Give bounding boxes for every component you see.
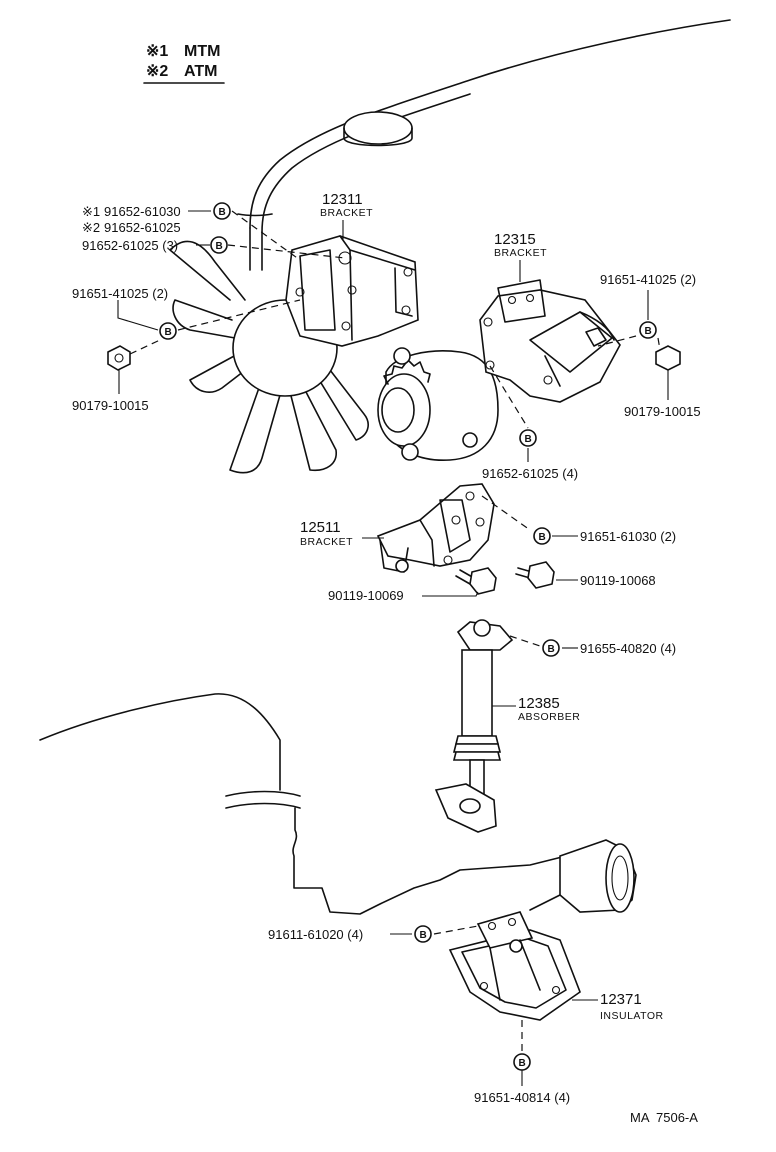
part-name-12315: BRACKET <box>494 247 547 259</box>
absorber-12385 <box>434 619 514 833</box>
part-number-12511: 12511 <box>300 519 341 536</box>
svg-text:B: B <box>420 930 427 941</box>
bolt-mark-5: B <box>519 429 537 447</box>
svg-text:B: B <box>519 1058 526 1069</box>
leader-lines <box>117 210 669 1086</box>
callout-c12: 91655-40820 (4) <box>580 641 676 656</box>
nut-90179-right <box>655 345 681 371</box>
bolt-90119-10069-drawing <box>455 567 497 595</box>
nut-90179-left <box>107 345 131 371</box>
callout-c5: 90179-10015 <box>72 398 149 413</box>
svg-text:B: B <box>216 241 223 252</box>
bolt-mark-2: B <box>210 236 228 254</box>
callout-c1: 91652-61030 <box>104 204 181 219</box>
callout-c7: 90179-10015 <box>624 404 701 419</box>
svg-text:B: B <box>539 532 546 543</box>
bolt-mark-3: B <box>159 322 177 340</box>
legend-text-1: MTM <box>184 43 220 60</box>
svg-text:B: B <box>645 326 652 337</box>
alternator <box>377 347 499 461</box>
part-name-12311: BRACKET <box>320 207 373 219</box>
insulator-12371 <box>448 911 581 1021</box>
part-name-12371: INSULATOR <box>600 1010 664 1022</box>
legend-mark-1: ※1 <box>146 43 168 60</box>
callout-c1-mark: ※1 <box>82 204 100 219</box>
part-number-12315: 12315 <box>494 231 536 248</box>
callout-c9: 91651-61030 (2) <box>580 529 676 544</box>
bracket-12511 <box>376 483 495 573</box>
bolt-marks: B B B B B B B B B <box>159 202 657 1071</box>
callout-c2-mark: ※2 <box>82 220 100 235</box>
callout-c11: 90119-10068 <box>580 573 656 588</box>
part-number-12311: 12311 <box>322 191 363 208</box>
bolt-mark-8: B <box>414 925 432 943</box>
svg-text:B: B <box>525 434 532 445</box>
callout-c13: 91611-61020 (4) <box>268 927 363 942</box>
diagram-code: MA 7506-A <box>630 1110 698 1125</box>
svg-text:B: B <box>165 327 172 338</box>
callout-c2: 91652-61025 <box>104 220 181 235</box>
legend-text-2: ATM <box>184 63 217 80</box>
bolt-mark-4: B <box>639 321 657 339</box>
bracket-12315 <box>479 279 621 403</box>
bolt-mark-9: B <box>513 1053 531 1071</box>
bracket-12311 <box>285 235 419 347</box>
callout-c3: 91652-61025 (3) <box>82 238 178 253</box>
callout-c6: 91651-41025 (2) <box>600 272 696 287</box>
svg-text:B: B <box>219 207 226 218</box>
callout-c10: 90119-10069 <box>328 588 404 603</box>
bolt-mark-1: B <box>213 202 231 220</box>
transmission-outline <box>39 693 637 915</box>
callout-c8: 91652-61025 (4) <box>482 466 578 481</box>
part-number-12385: 12385 <box>518 695 560 712</box>
part-number-12371: 12371 <box>600 991 642 1008</box>
bolt-mark-7: B <box>542 639 560 657</box>
part-name-12385: ABSORBER <box>518 711 580 723</box>
legend-mark-2: ※2 <box>146 63 168 80</box>
part-name-12511: BRACKET <box>300 536 353 548</box>
legend: ※1 MTM ※2 ATM <box>143 43 225 84</box>
callout-labels: ※1 91652-61030 ※2 91652-61025 91652-6102… <box>72 204 701 1105</box>
engine-block-outline <box>237 19 731 271</box>
oil-filler-cap <box>343 111 413 145</box>
bolt-mark-6: B <box>533 527 551 545</box>
callout-c4: 91651-41025 (2) <box>72 286 168 301</box>
bolt-90119-10068-drawing <box>515 561 555 589</box>
callout-c14: 91651-40814 (4) <box>474 1090 570 1105</box>
svg-text:B: B <box>548 644 555 655</box>
